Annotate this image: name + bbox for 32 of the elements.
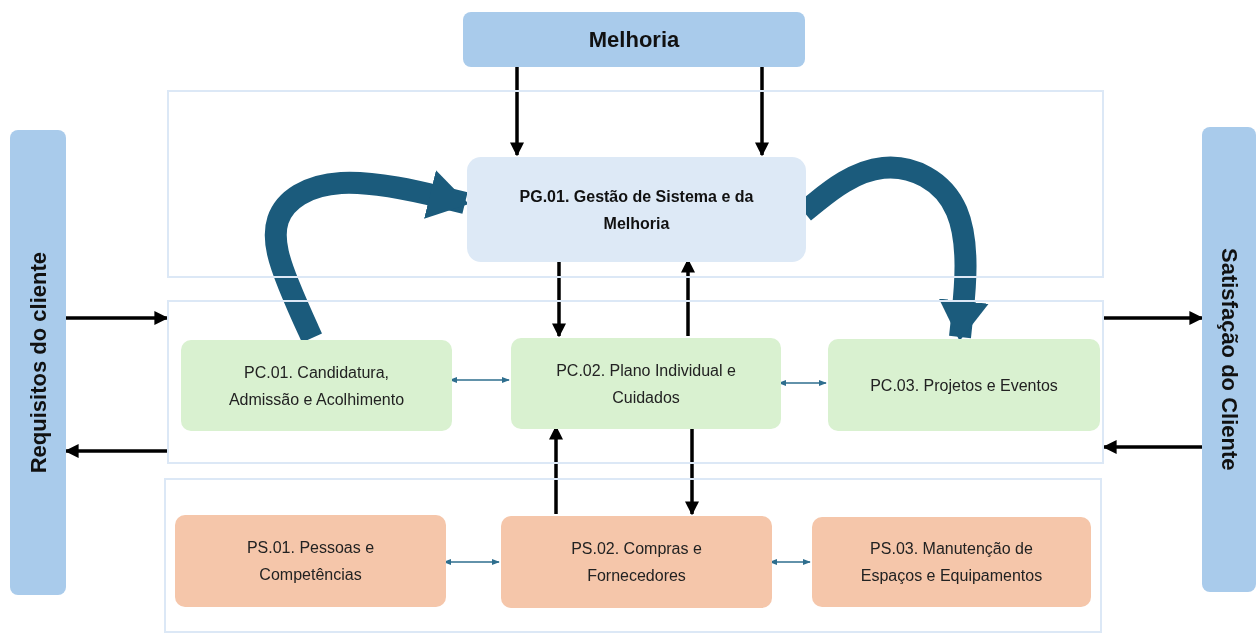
- arrow: [66, 311, 169, 325]
- process-box: [828, 339, 1100, 431]
- group-band: [164, 478, 1102, 633]
- heading-label: Requisitos do cliente: [24, 251, 52, 474]
- arrow: [510, 67, 524, 157]
- process-label: PS.02. Compras e Fornecedores: [570, 539, 703, 586]
- process-box: [812, 517, 1091, 607]
- process-box: [501, 516, 772, 608]
- process-box: [511, 338, 781, 429]
- process-box: [175, 515, 446, 607]
- heading-bar: [463, 12, 805, 67]
- process-label: PG.01. Gestão de Sistema e da Melhoria: [518, 186, 755, 234]
- process-box: [467, 157, 806, 262]
- curved-arrow: [264, 170, 469, 343]
- arrow: [552, 260, 566, 338]
- arrow: [1104, 311, 1204, 325]
- arrow: [1102, 440, 1202, 454]
- heading-label: Melhoria: [587, 26, 681, 53]
- process-box: [181, 340, 452, 431]
- side-bar: [1202, 127, 1256, 592]
- heading-label: Satisfação do Cliente: [1215, 248, 1243, 471]
- group-band: [167, 90, 1104, 278]
- process-label: PS.03. Manutenção de Espaços e Equipamentos: [859, 539, 1044, 586]
- side-bar: [10, 130, 66, 595]
- process-label: PS.01. Pessoas e Competências: [245, 538, 376, 585]
- arrow: [64, 444, 167, 458]
- process-label: PC.03. Projetos e Eventos: [869, 375, 1059, 396]
- group-band: [167, 300, 1104, 464]
- process-label: PC.02. Plano Individual e Cuidados: [555, 360, 737, 408]
- arrow: [685, 427, 699, 516]
- arrow: [755, 67, 769, 157]
- process-label: PC.01. Candidatura, Admissão e Acolhimento: [227, 362, 406, 410]
